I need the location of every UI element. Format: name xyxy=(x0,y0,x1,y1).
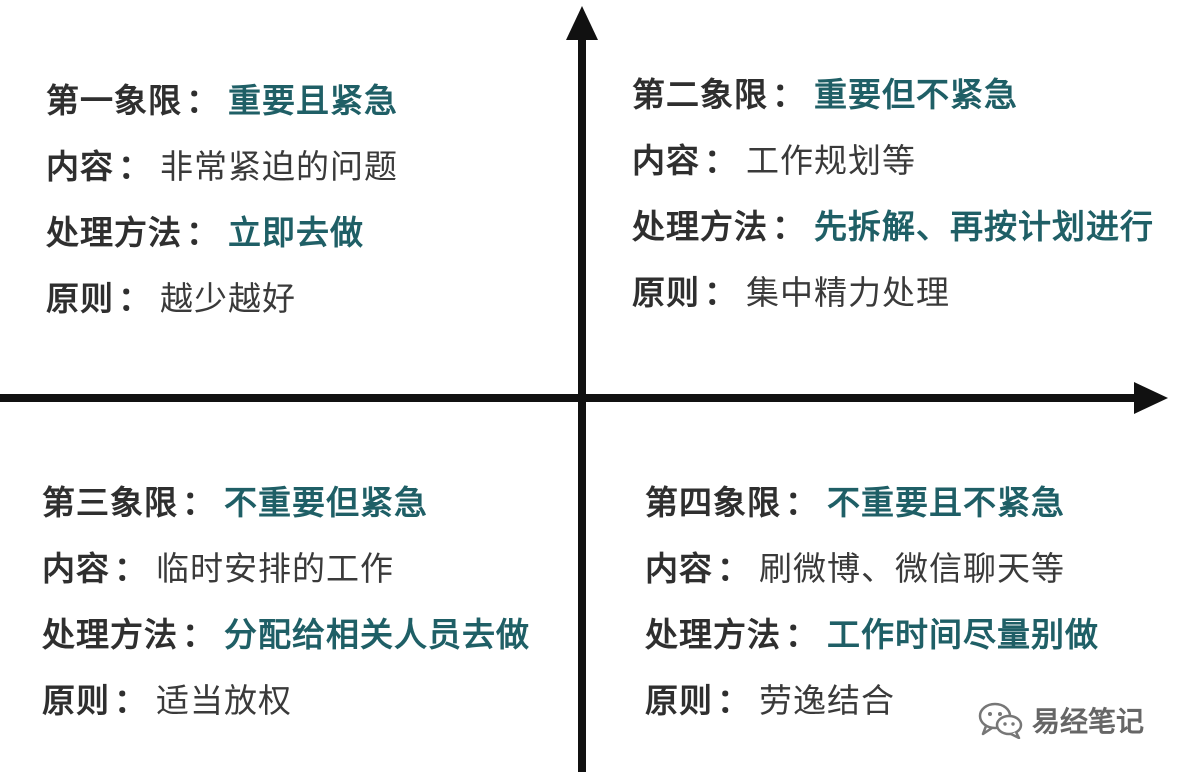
separator: ： xyxy=(182,615,216,654)
quadrant-3-principle-value: 适当放权 xyxy=(156,681,292,720)
quadrant-2-content-label: 内容 xyxy=(632,141,700,180)
quadrant-3-content-label: 内容 xyxy=(42,549,110,588)
quadrant-1-content: 内容：非常紧迫的问题 xyxy=(46,134,398,200)
quadrant-3-content-value: 临时安排的工作 xyxy=(156,549,394,588)
quadrant-4-content: 内容：刷微博、微信聊天等 xyxy=(645,536,1099,602)
horizontal-axis-arrow xyxy=(1134,382,1168,414)
quadrant-1-principle: 原则：越少越好 xyxy=(46,266,398,332)
quadrant-1-title-label: 第一象限 xyxy=(46,81,182,120)
separator: ： xyxy=(717,681,751,720)
quadrant-3-content: 内容：临时安排的工作 xyxy=(42,536,530,602)
quadrant-3: 第三象限：不重要但紧急 内容：临时安排的工作 处理方法：分配给相关人员去做 原则… xyxy=(42,470,530,734)
quadrant-2: 第二象限：重要但不紧急 内容：工作规划等 处理方法：先拆解、再按计划进行 原则：… xyxy=(632,62,1154,326)
quadrant-4-method-value: 工作时间尽量别做 xyxy=(827,615,1099,654)
separator: ： xyxy=(118,147,152,186)
quadrant-3-principle-label: 原则 xyxy=(42,681,110,720)
quadrant-2-content: 内容：工作规划等 xyxy=(632,128,1154,194)
separator: ： xyxy=(717,549,751,588)
quadrant-1-method-value: 立即去做 xyxy=(228,213,364,252)
quadrant-2-method-value: 先拆解、再按计划进行 xyxy=(814,207,1154,246)
quadrant-4-title-value: 不重要且不紧急 xyxy=(827,483,1065,522)
separator: ： xyxy=(772,75,806,114)
wechat-icon xyxy=(978,702,1023,739)
quadrant-3-method: 处理方法：分配给相关人员去做 xyxy=(42,602,530,668)
separator: ： xyxy=(186,213,220,252)
quadrant-3-title-label: 第三象限 xyxy=(42,483,178,522)
quadrant-3-title: 第三象限：不重要但紧急 xyxy=(42,470,530,536)
quadrant-2-method-label: 处理方法 xyxy=(632,207,768,246)
quadrant-4-title-label: 第四象限 xyxy=(645,483,781,522)
quadrant-2-principle-value: 集中精力处理 xyxy=(746,273,950,312)
quadrant-2-principle-label: 原则 xyxy=(632,273,700,312)
watermark: 易经笔记 xyxy=(978,700,1144,740)
separator: ： xyxy=(186,81,220,120)
quadrant-1-content-value: 非常紧迫的问题 xyxy=(160,147,398,186)
quadrant-1-method-label: 处理方法 xyxy=(46,213,182,252)
separator: ： xyxy=(785,615,819,654)
watermark-text: 易经笔记 xyxy=(1032,705,1145,738)
quadrant-1-method: 处理方法：立即去做 xyxy=(46,200,398,266)
separator: ： xyxy=(114,681,148,720)
quadrant-2-principle: 原则：集中精力处理 xyxy=(632,260,1154,326)
separator: ： xyxy=(704,141,738,180)
quadrant-4-content-label: 内容 xyxy=(645,549,713,588)
quadrant-3-principle: 原则：适当放权 xyxy=(42,668,530,734)
quadrant-2-method: 处理方法：先拆解、再按计划进行 xyxy=(632,194,1154,260)
quadrant-1-principle-label: 原则 xyxy=(46,279,114,318)
quadrant-4-principle: 原则：劳逸结合 xyxy=(645,668,1099,734)
separator: ： xyxy=(785,483,819,522)
quadrant-2-title: 第二象限：重要但不紧急 xyxy=(632,62,1154,128)
quadrant-4-method: 处理方法：工作时间尽量别做 xyxy=(645,602,1099,668)
quadrant-1-principle-value: 越少越好 xyxy=(160,279,296,318)
quadrant-1-content-label: 内容 xyxy=(46,147,114,186)
separator: ： xyxy=(118,279,152,318)
quadrant-4-method-label: 处理方法 xyxy=(645,615,781,654)
quadrant-3-method-label: 处理方法 xyxy=(42,615,178,654)
quadrant-4: 第四象限：不重要且不紧急 内容：刷微博、微信聊天等 处理方法：工作时间尽量别做 … xyxy=(645,470,1099,734)
quadrant-1: 第一象限：重要且紧急 内容：非常紧迫的问题 处理方法：立即去做 原则：越少越好 xyxy=(46,68,398,332)
separator: ： xyxy=(704,273,738,312)
separator: ： xyxy=(182,483,216,522)
quadrant-2-content-value: 工作规划等 xyxy=(746,141,916,180)
quadrant-3-method-value: 分配给相关人员去做 xyxy=(224,615,530,654)
quadrant-4-principle-label: 原则 xyxy=(645,681,713,720)
quadrant-4-content-value: 刷微博、微信聊天等 xyxy=(759,549,1065,588)
quadrant-4-principle-value: 劳逸结合 xyxy=(759,681,895,720)
quadrant-2-title-value: 重要但不紧急 xyxy=(814,75,1018,114)
quadrant-1-title: 第一象限：重要且紧急 xyxy=(46,68,398,134)
vertical-axis-arrow xyxy=(566,6,598,40)
separator: ： xyxy=(114,549,148,588)
quadrant-3-title-value: 不重要但紧急 xyxy=(224,483,428,522)
quadrant-2-title-label: 第二象限 xyxy=(632,75,768,114)
separator: ： xyxy=(772,207,806,246)
quadrant-1-title-value: 重要且紧急 xyxy=(228,81,398,120)
quadrant-4-title: 第四象限：不重要且不紧急 xyxy=(645,470,1099,536)
